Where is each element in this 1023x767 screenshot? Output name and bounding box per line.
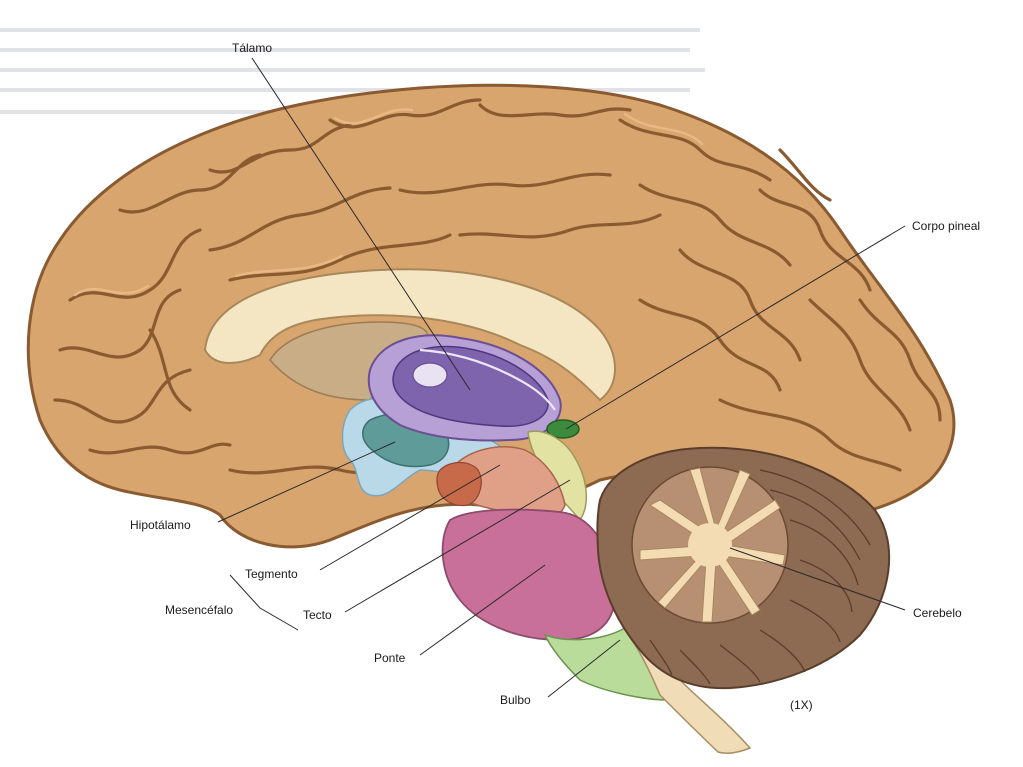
stria-medullaris xyxy=(419,348,556,411)
label-corpo-pineal: Corpo pineal xyxy=(912,219,980,233)
pineal-body xyxy=(546,419,580,439)
label-tegmento: Tegmento xyxy=(245,567,298,581)
label-talamo: Tálamo xyxy=(232,41,272,55)
corpus-callosum xyxy=(203,268,616,402)
label-ponte: Ponte xyxy=(374,651,406,665)
label-cerebelo: Cerebelo xyxy=(913,606,962,620)
arbor-vitae xyxy=(631,466,789,624)
leader-corpo-pineal xyxy=(565,225,906,430)
leader-talamo xyxy=(251,57,471,391)
label-bulbo: Bulbo xyxy=(500,693,531,707)
leader-tegmento xyxy=(319,464,501,571)
leader-ponte xyxy=(419,564,546,656)
mesencefalo-bracket xyxy=(229,574,299,631)
label-hipotalamo: Hipotálamo xyxy=(130,518,191,532)
leader-bulbo xyxy=(547,639,621,698)
label-mesencefalo: Mesencéfalo xyxy=(165,603,233,617)
label-tecto: Tecto xyxy=(303,608,332,622)
leader-hipotalamo xyxy=(217,441,396,523)
label-magnification: (1X) xyxy=(790,698,813,712)
leader-tecto xyxy=(344,479,571,613)
leader-cerebelo xyxy=(729,547,906,611)
cortical-folds xyxy=(53,98,942,475)
leader-lines xyxy=(217,57,906,698)
cerebellar-folia xyxy=(649,469,871,685)
interthalamic-adhesion xyxy=(412,362,448,388)
